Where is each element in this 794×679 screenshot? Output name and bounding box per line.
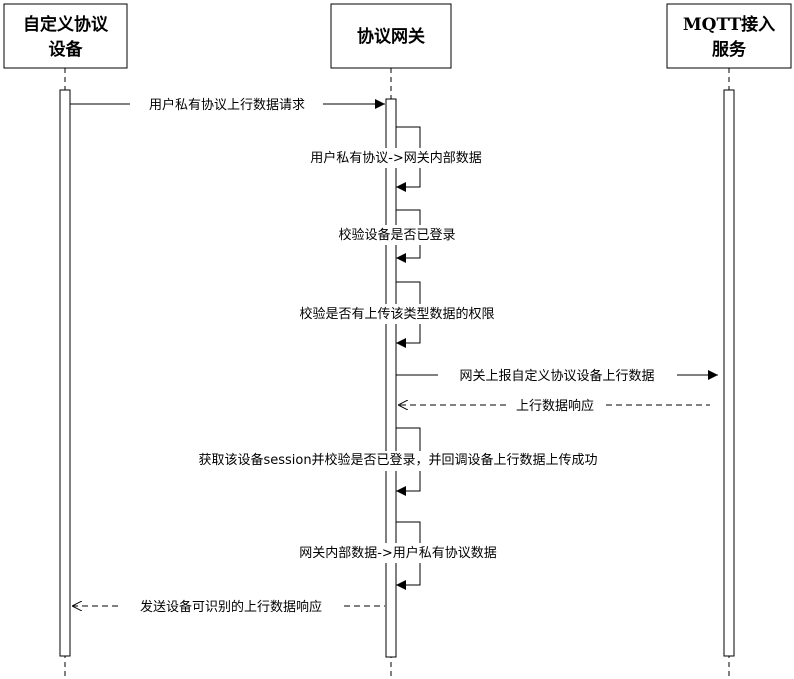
message-6: 上行数据响应 (398, 398, 710, 414)
activation-mqtt (723, 89, 735, 657)
message-9-label: 发送设备可识别的上行数据响应 (140, 599, 322, 615)
message-1: 用户私有协议上行数据请求 (70, 97, 385, 113)
message-6-label: 上行数据响应 (516, 398, 594, 414)
participant-device: 自定义协议 设备 (3, 3, 128, 69)
participant-gateway: 协议网关 (330, 3, 452, 69)
activation-gateway (385, 98, 397, 658)
message-8-label: 网关内部数据->用户私有协议数据 (299, 545, 497, 561)
message-4: 校验是否有上传该类型数据的权限 (280, 281, 512, 348)
message-5: 网关上报自定义协议设备上行数据 (396, 368, 718, 384)
participant-mqtt: MQTT接入 服务 (666, 3, 792, 69)
activation-device (59, 89, 71, 657)
message-7-label: 获取该设备session并校验是否已登录，并回调设备上行数据上传成功 (198, 452, 597, 468)
message-4-label: 校验是否有上传该类型数据的权限 (299, 306, 494, 322)
message-2: 用户私有协议->网关内部数据 (294, 126, 494, 192)
message-8: 网关内部数据->用户私有协议数据 (278, 521, 518, 590)
message-1-label: 用户私有协议上行数据请求 (149, 97, 305, 113)
participant-mqtt-label-1: MQTT接入 (683, 14, 775, 35)
message-9: 发送设备可识别的上行数据响应 (72, 599, 385, 615)
participant-gateway-label: 协议网关 (357, 26, 425, 47)
message-2-label: 用户私有协议->网关内部数据 (310, 150, 482, 166)
participant-device-label-2: 设备 (49, 39, 84, 60)
participant-device-label-1: 自定义协议 (23, 14, 109, 35)
message-3: 校验设备是否已登录 (326, 209, 466, 263)
message-3-label: 校验设备是否已登录 (338, 227, 455, 243)
participant-mqtt-label-2: 服务 (712, 39, 747, 60)
message-5-label: 网关上报自定义协议设备上行数据 (459, 368, 654, 384)
message-7: 获取该设备session并校验是否已登录，并回调设备上行数据上传成功 (160, 427, 636, 496)
